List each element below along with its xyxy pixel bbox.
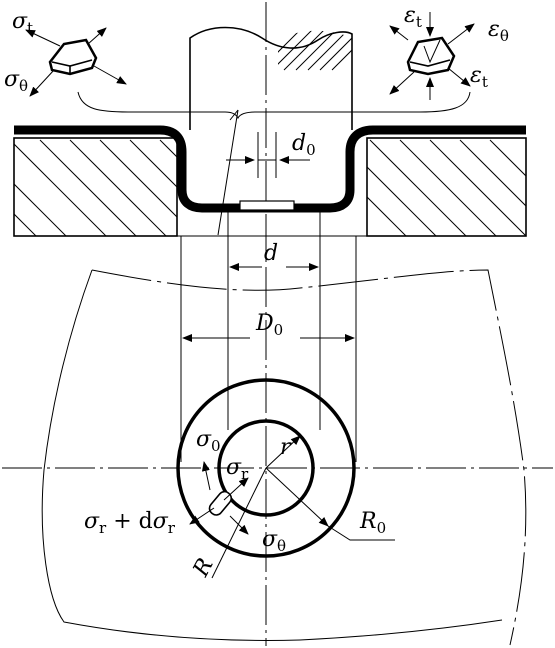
ring-element <box>208 490 233 516</box>
blank-outline <box>91 269 527 646</box>
punch-bottom-slot <box>239 200 295 211</box>
label-R0: R0 <box>359 509 386 537</box>
flanged-sheet <box>14 125 526 213</box>
stress-element-icon-left <box>25 27 127 97</box>
label-eps-theta: εθ <box>488 17 509 45</box>
blank-outline-left <box>41 269 503 641</box>
label-eps-t-top: εt <box>404 3 422 31</box>
label-sigma-r-plus-dsigma-r: σr + dσr <box>84 509 176 537</box>
r-radius-line <box>265 435 301 469</box>
d0-dimension <box>226 132 310 178</box>
label-d: d <box>264 241 278 266</box>
die <box>13 137 527 237</box>
label-sigma-0: σ0 <box>196 427 221 455</box>
sigma-theta-arrow <box>229 515 249 535</box>
label-d0: d0 <box>292 131 316 159</box>
punch <box>189 26 353 236</box>
projection-lines <box>180 208 357 462</box>
sigma-r-arrow <box>223 477 249 501</box>
strain-element-icon-right <box>389 12 475 100</box>
label-sigma-theta-bottom: σθ <box>262 527 286 555</box>
label-r: r <box>280 435 292 460</box>
sigma-0-arrow <box>201 461 211 491</box>
R0-radius-line <box>265 467 329 527</box>
label-R: R <box>188 554 218 581</box>
label-eps-t-right: εt <box>470 63 488 91</box>
inner-circle-r <box>217 419 315 517</box>
sigma-r-plus-arrow <box>189 507 215 525</box>
label-D0: D0 <box>255 311 283 339</box>
label-sigma-t: σt <box>12 9 33 37</box>
outer-circle-R0 <box>176 378 356 558</box>
label-sigma-theta-top: σθ <box>4 67 28 95</box>
label-sigma-r: σr <box>226 455 249 483</box>
element-leader-curve <box>77 91 471 120</box>
